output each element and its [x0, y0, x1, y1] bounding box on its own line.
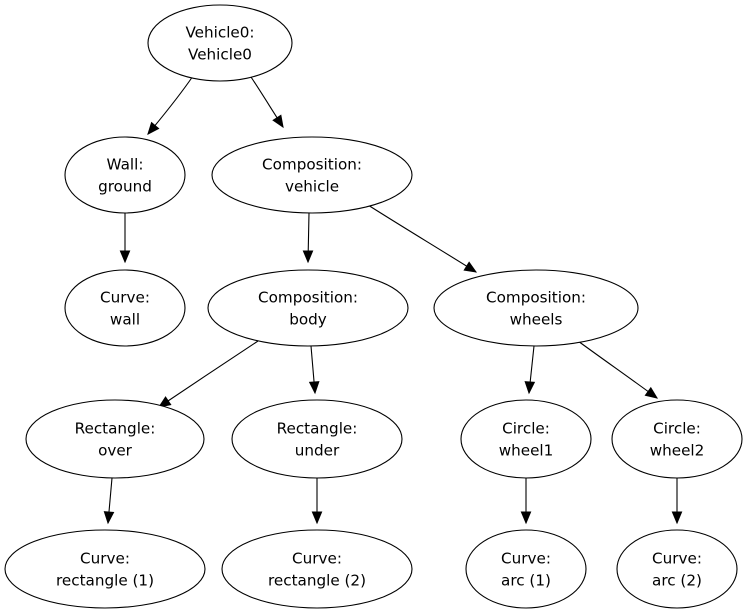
graph-node-composition_vehicle[interactable]: Composition: vehicle [211, 136, 413, 214]
node-label-line2: body [289, 311, 327, 329]
graph-node-curve_arc_1[interactable]: Curve: arc (1) [465, 529, 587, 609]
edge-arrowhead [157, 396, 172, 408]
graph-node-circle_wheel1[interactable]: Circle: wheel1 [460, 399, 592, 479]
node-ellipse [460, 399, 592, 479]
node-ellipse [465, 529, 587, 609]
graph-node-curve_arc_2[interactable]: Curve: arc (2) [616, 529, 738, 609]
graph-node-rectangle_under[interactable]: Rectangle: under [231, 399, 403, 479]
graph-node-composition_wheels[interactable]: Composition: wheels [433, 269, 639, 347]
node-label-line2: arc (1) [501, 572, 551, 590]
node-label-line2: wall [110, 311, 140, 329]
node-label-line1: Vehicle0: [185, 24, 254, 42]
graph-node-curve_wall[interactable]: Curve: wall [64, 269, 186, 347]
node-ellipse [611, 399, 743, 479]
node-ellipse [25, 399, 205, 479]
node-label-line1: Composition: [258, 289, 358, 307]
node-ellipse [231, 399, 403, 479]
graph-edge [577, 340, 658, 399]
node-ellipse [4, 529, 206, 609]
node-label-line2: under [295, 442, 340, 460]
node-ellipse [147, 4, 293, 82]
node-label-line1: Rectangle: [277, 420, 358, 438]
edge-arrowhead [103, 511, 115, 525]
edge-arrowhead [308, 381, 320, 395]
node-label-line1: Circle: [502, 420, 550, 438]
node-ellipse [221, 529, 413, 609]
graph-node-curve_rectangle_1[interactable]: Curve: rectangle (1) [4, 529, 206, 609]
node-ellipse [64, 136, 186, 214]
graph-edge [158, 340, 259, 408]
node-label-line1: Curve: [501, 550, 551, 568]
edge-arrowhead [671, 511, 683, 525]
node-label-line2: rectangle (2) [268, 572, 366, 590]
node-label-line1: Composition: [262, 156, 362, 174]
node-label-line2: wheel2 [650, 442, 705, 460]
node-ellipse [616, 529, 738, 609]
edge-arrowhead [463, 261, 478, 273]
node-label-line2: over [98, 442, 133, 460]
graph-node-circle_wheel2[interactable]: Circle: wheel2 [611, 399, 743, 479]
node-label-line1: Circle: [653, 420, 701, 438]
edge-arrowhead [524, 381, 536, 395]
edge-arrowhead [520, 511, 532, 525]
node-label-line2: vehicle [285, 178, 339, 196]
node-label-line2: rectangle (1) [56, 572, 154, 590]
node-ellipse [64, 269, 186, 347]
graph-edge [367, 204, 477, 273]
node-label-line2: ground [98, 178, 152, 196]
edge-arrowhead [272, 114, 284, 129]
node-label-line1: Rectangle: [75, 420, 156, 438]
node-label-line2: Vehicle0 [188, 46, 252, 64]
graph-node-composition_body[interactable]: Composition: body [207, 269, 409, 347]
edge-arrowhead [644, 386, 659, 399]
edge-arrowhead [302, 250, 314, 264]
edge-arrowhead [147, 121, 160, 135]
node-label-line2: wheels [510, 311, 563, 329]
node-label-line1: Curve: [80, 550, 130, 568]
node-label-line1: Wall: [107, 156, 144, 174]
node-label-line2: wheel1 [499, 442, 554, 460]
edge-arrowhead [119, 250, 131, 264]
node-ellipse [433, 269, 639, 347]
node-ellipse [211, 136, 413, 214]
edges-layer [103, 75, 683, 525]
node-label-line1: Composition: [486, 289, 586, 307]
node-label-line1: Curve: [292, 550, 342, 568]
graph-node-curve_rectangle_2[interactable]: Curve: rectangle (2) [221, 529, 413, 609]
graph-node-rectangle_over[interactable]: Rectangle: over [25, 399, 205, 479]
node-label-line1: Curve: [652, 550, 702, 568]
node-label-line2: arc (2) [652, 572, 702, 590]
graph-node-vehicle0[interactable]: Vehicle0: Vehicle0 [147, 4, 293, 82]
node-label-line1: Curve: [100, 289, 150, 307]
graph-node-wall_ground[interactable]: Wall: ground [64, 136, 186, 214]
node-ellipse [207, 269, 409, 347]
nodes-layer: Vehicle0:Vehicle0Wall:groundComposition:… [4, 4, 743, 609]
edge-arrowhead [311, 511, 323, 525]
